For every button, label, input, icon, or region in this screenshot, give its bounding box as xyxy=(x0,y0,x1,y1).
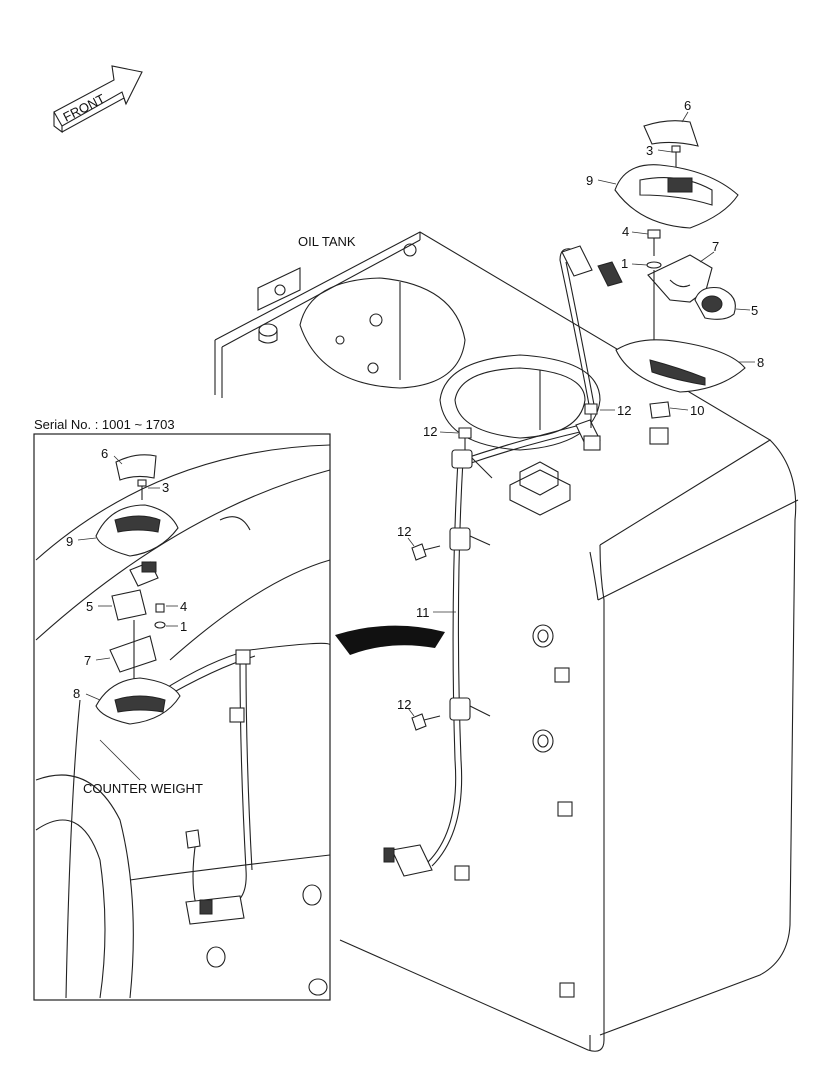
main-callouts: 6 3 9 4 7 1 5 8 10 12 12 12 11 12 xyxy=(397,98,764,717)
callout-8: 8 xyxy=(757,355,764,370)
inset-callout-6: 6 xyxy=(101,446,108,461)
inset-panel: Serial No. : 1001 ~ 1703 xyxy=(33,417,331,1001)
inset-callout-5: 5 xyxy=(86,599,93,614)
callout-1: 1 xyxy=(621,256,628,271)
callout-11: 11 xyxy=(416,605,430,620)
callout-9: 9 xyxy=(586,173,593,188)
oil-tank xyxy=(214,231,799,1052)
inset-frame xyxy=(33,433,331,1001)
inset-callout-3: 3 xyxy=(162,480,169,495)
mount-studs xyxy=(454,624,575,998)
lens-part xyxy=(643,120,699,147)
inset-callout-9: 9 xyxy=(66,534,73,549)
callout-4: 4 xyxy=(622,224,629,239)
inset-callout-8: 8 xyxy=(73,686,80,701)
callout-3: 3 xyxy=(646,143,653,158)
inset-callout-4: 4 xyxy=(180,599,187,614)
oil-tank-label: OIL TANK xyxy=(298,234,356,249)
front-arrow: FRONT xyxy=(53,65,143,134)
callout-12c: 12 xyxy=(397,524,411,539)
serial-label: Serial No. : 1001 ~ 1703 xyxy=(34,417,175,432)
inset-callout-1: 1 xyxy=(180,619,187,634)
lamp-assembly xyxy=(614,120,746,445)
decal-band xyxy=(335,625,445,655)
callout-12d: 12 xyxy=(397,697,411,712)
callout-12a: 12 xyxy=(617,403,631,418)
callout-5: 5 xyxy=(751,303,758,318)
callout-6: 6 xyxy=(684,98,691,113)
callout-7: 7 xyxy=(712,239,719,254)
wire-harness xyxy=(383,245,623,877)
inset-callout-7: 7 xyxy=(84,653,91,668)
counter-weight-label: COUNTER WEIGHT xyxy=(83,781,203,796)
bolts-12 xyxy=(411,403,598,731)
callout-12b: 12 xyxy=(423,424,437,439)
callout-10: 10 xyxy=(690,403,704,418)
